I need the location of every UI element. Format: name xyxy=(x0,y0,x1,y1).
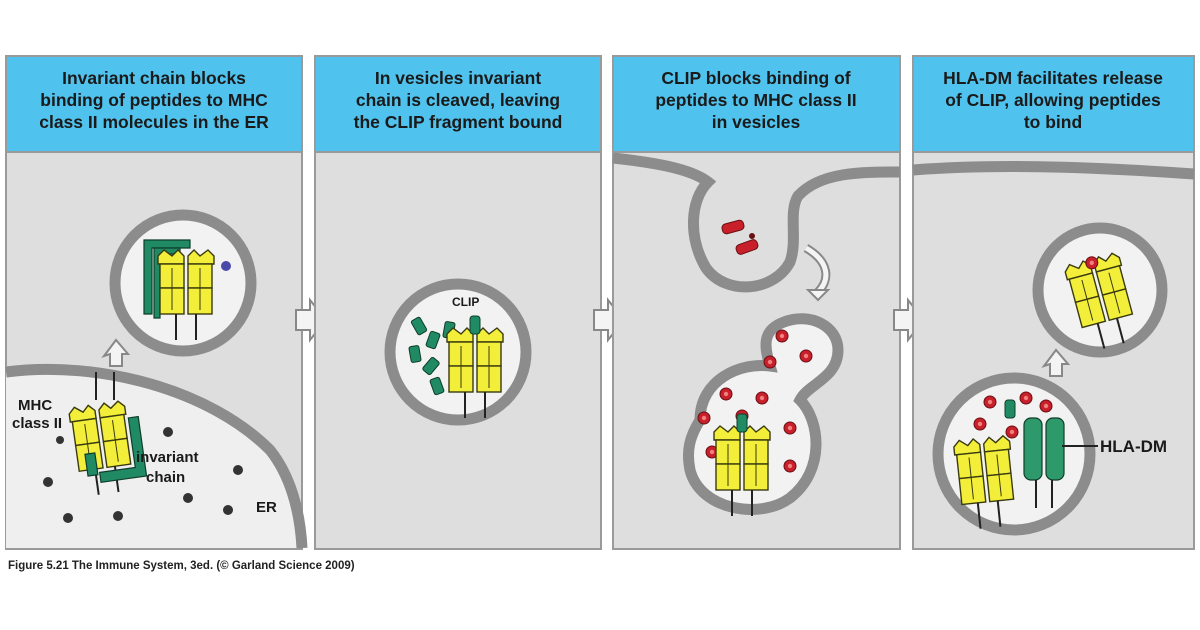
panel-4-title-bar xyxy=(912,55,1195,153)
hla-dm xyxy=(1023,417,1065,508)
panel-3: CLIP blocks binding of peptides to MHC c… xyxy=(612,55,901,550)
panel-4-title-line-3: to bind xyxy=(1024,112,1082,132)
plasma-membrane xyxy=(912,161,1195,180)
panel-1: Invariant chain blocks binding of peptid… xyxy=(5,55,308,550)
vesicle-peptide xyxy=(221,261,231,271)
panel-3-title-line-1: CLIP blocks binding of xyxy=(661,68,850,88)
panel-3-title-bar xyxy=(612,55,901,153)
panel-3-title-line-3: in vesicles xyxy=(712,112,801,132)
panel-2: In vesicles invariant chain is cleaved, … xyxy=(314,55,602,550)
plasma-membrane xyxy=(612,152,901,293)
mhc-label-line-1: MHC xyxy=(18,397,52,414)
invariant-chain-fragments xyxy=(408,316,456,396)
panel-2-title-line-1: In vesicles invariant xyxy=(375,68,542,88)
invariant-label-line-2: chain xyxy=(146,469,185,486)
mhc-label-line-2: class II xyxy=(12,415,62,432)
er-membrane xyxy=(5,363,308,549)
er-peptides xyxy=(43,427,243,523)
panel-1-title-line-2: binding of peptides to MHC xyxy=(40,90,268,110)
er-label: ER xyxy=(256,499,277,516)
panel-2-title-bar xyxy=(314,55,602,153)
panel-3-title-line-2: peptides to MHC class II xyxy=(655,90,856,110)
vesicle-mhc-invariant-complex xyxy=(143,239,215,341)
panel-4-title-line-1: HLA-DM facilitates release xyxy=(943,68,1163,88)
figure-caption: Figure 5.21 The Immune System, 3ed. (© G… xyxy=(8,560,355,572)
panel-2-title-line-2: chain is cleaved, leaving xyxy=(356,90,560,110)
clip-label: CLIP xyxy=(452,295,479,309)
transport-arrow-icon xyxy=(1041,348,1071,377)
er-mhc-invariant-complex xyxy=(67,399,148,499)
panel-4-upper-vesicle xyxy=(1032,222,1168,358)
panel-1-title-bar xyxy=(5,55,303,153)
invariant-label-line-1: invariant xyxy=(136,449,199,466)
panel-2-title-line-3: the CLIP fragment bound xyxy=(354,112,563,132)
panel-4-title-line-2: of CLIP, allowing peptides xyxy=(945,90,1161,110)
panel-4: HLA-DM facilitates release of CLIP, allo… xyxy=(912,55,1195,550)
panel-1-title-line-1: Invariant chain blocks xyxy=(62,68,246,88)
transport-arrow-icon xyxy=(101,338,131,367)
panel-1-title-line-3: class II molecules in the ER xyxy=(39,112,269,132)
hla-dm-label: HLA-DM xyxy=(1100,437,1167,456)
